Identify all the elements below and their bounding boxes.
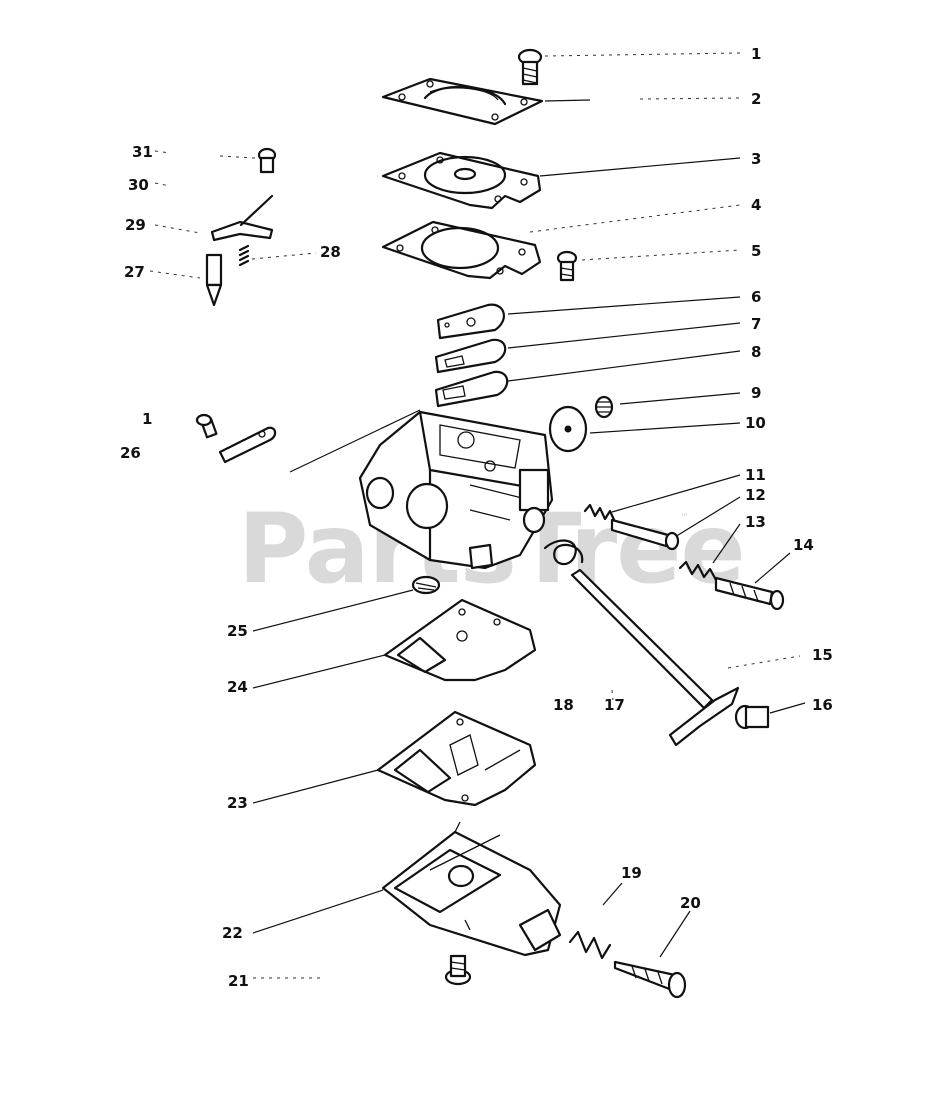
callout-24: 24 [227, 678, 248, 696]
callout-27: 27 [124, 263, 145, 281]
callout-7: 7 [751, 315, 761, 333]
part-fitting-9 [594, 395, 614, 419]
callout-19: 19 [621, 864, 642, 882]
callout-29: 29 [125, 216, 146, 234]
callout-25: 25 [227, 622, 248, 640]
callout-20: 20 [680, 894, 701, 912]
part-inlet-needle-27 [205, 253, 223, 307]
part-spring-11 [583, 503, 617, 524]
part-diaphragm-23 [376, 710, 537, 807]
part-spring-18 [543, 539, 584, 566]
callout-13: 13 [745, 513, 766, 531]
callout-31: 31 [132, 143, 153, 161]
callout-1: 1 [751, 45, 761, 63]
part-pump-cover-2 [381, 77, 544, 126]
callout-21: 21 [228, 972, 249, 990]
leader-lines [149, 52, 806, 979]
callout-labels: 1 2 3 4 5 6 7 8 9 10 11 12 13 14 15 16 1… [120, 45, 833, 990]
part-shaft-17 [570, 568, 714, 710]
callout-23: 23 [227, 794, 248, 812]
part-lever-29 [210, 220, 274, 242]
part-throttle-plate-15 [668, 686, 740, 747]
watermark-trademark: ™ [680, 513, 689, 523]
callout-10: 10 [745, 414, 766, 432]
part-gasket-4 [381, 220, 542, 280]
callout-18: 18 [553, 696, 574, 714]
part-pin-30 [239, 194, 274, 227]
part-cover-22 [381, 821, 562, 957]
callout-2: 2 [751, 90, 761, 108]
part-spring-28 [238, 244, 250, 267]
part-screw-31 [257, 147, 277, 174]
callout-8: 8 [751, 343, 761, 361]
callout-17: 17 [604, 696, 625, 714]
callout-1-left: 1 [142, 410, 152, 428]
part-spring-13 [678, 560, 718, 582]
callout-16: 16 [812, 696, 833, 714]
callout-9: 9 [751, 384, 761, 402]
part-screen-25 [411, 575, 441, 595]
callout-4: 4 [751, 196, 761, 214]
part-gasket-24 [383, 598, 537, 682]
callout-15: 15 [812, 646, 833, 664]
part-screw-1 [517, 48, 543, 86]
callout-6: 6 [751, 288, 761, 306]
part-bracket-26 [195, 413, 277, 464]
callout-28: 28 [320, 243, 341, 261]
callout-11: 11 [745, 466, 766, 484]
callout-3: 3 [751, 150, 761, 168]
part-spring-19 [568, 930, 612, 960]
part-check-valve-6 [436, 303, 505, 340]
carburetor-body [358, 410, 554, 570]
part-needle-14 [714, 576, 785, 611]
callout-30: 30 [128, 176, 149, 194]
part-valve-gasket-7 [434, 338, 507, 374]
callout-5: 5 [751, 242, 761, 260]
part-screw-21 [444, 954, 472, 986]
callout-12: 12 [745, 486, 766, 504]
callout-14: 14 [793, 536, 814, 554]
callout-26: 26 [120, 444, 141, 462]
part-needle-20 [613, 960, 687, 999]
part-nut-16 [734, 704, 770, 730]
part-screen-10 [548, 405, 588, 453]
callout-22: 22 [222, 924, 243, 942]
part-valve-plate-8 [434, 370, 509, 408]
part-pump-diaphragm-3 [381, 151, 542, 210]
part-screw-5 [556, 250, 578, 282]
part-needle-12 [610, 518, 680, 551]
